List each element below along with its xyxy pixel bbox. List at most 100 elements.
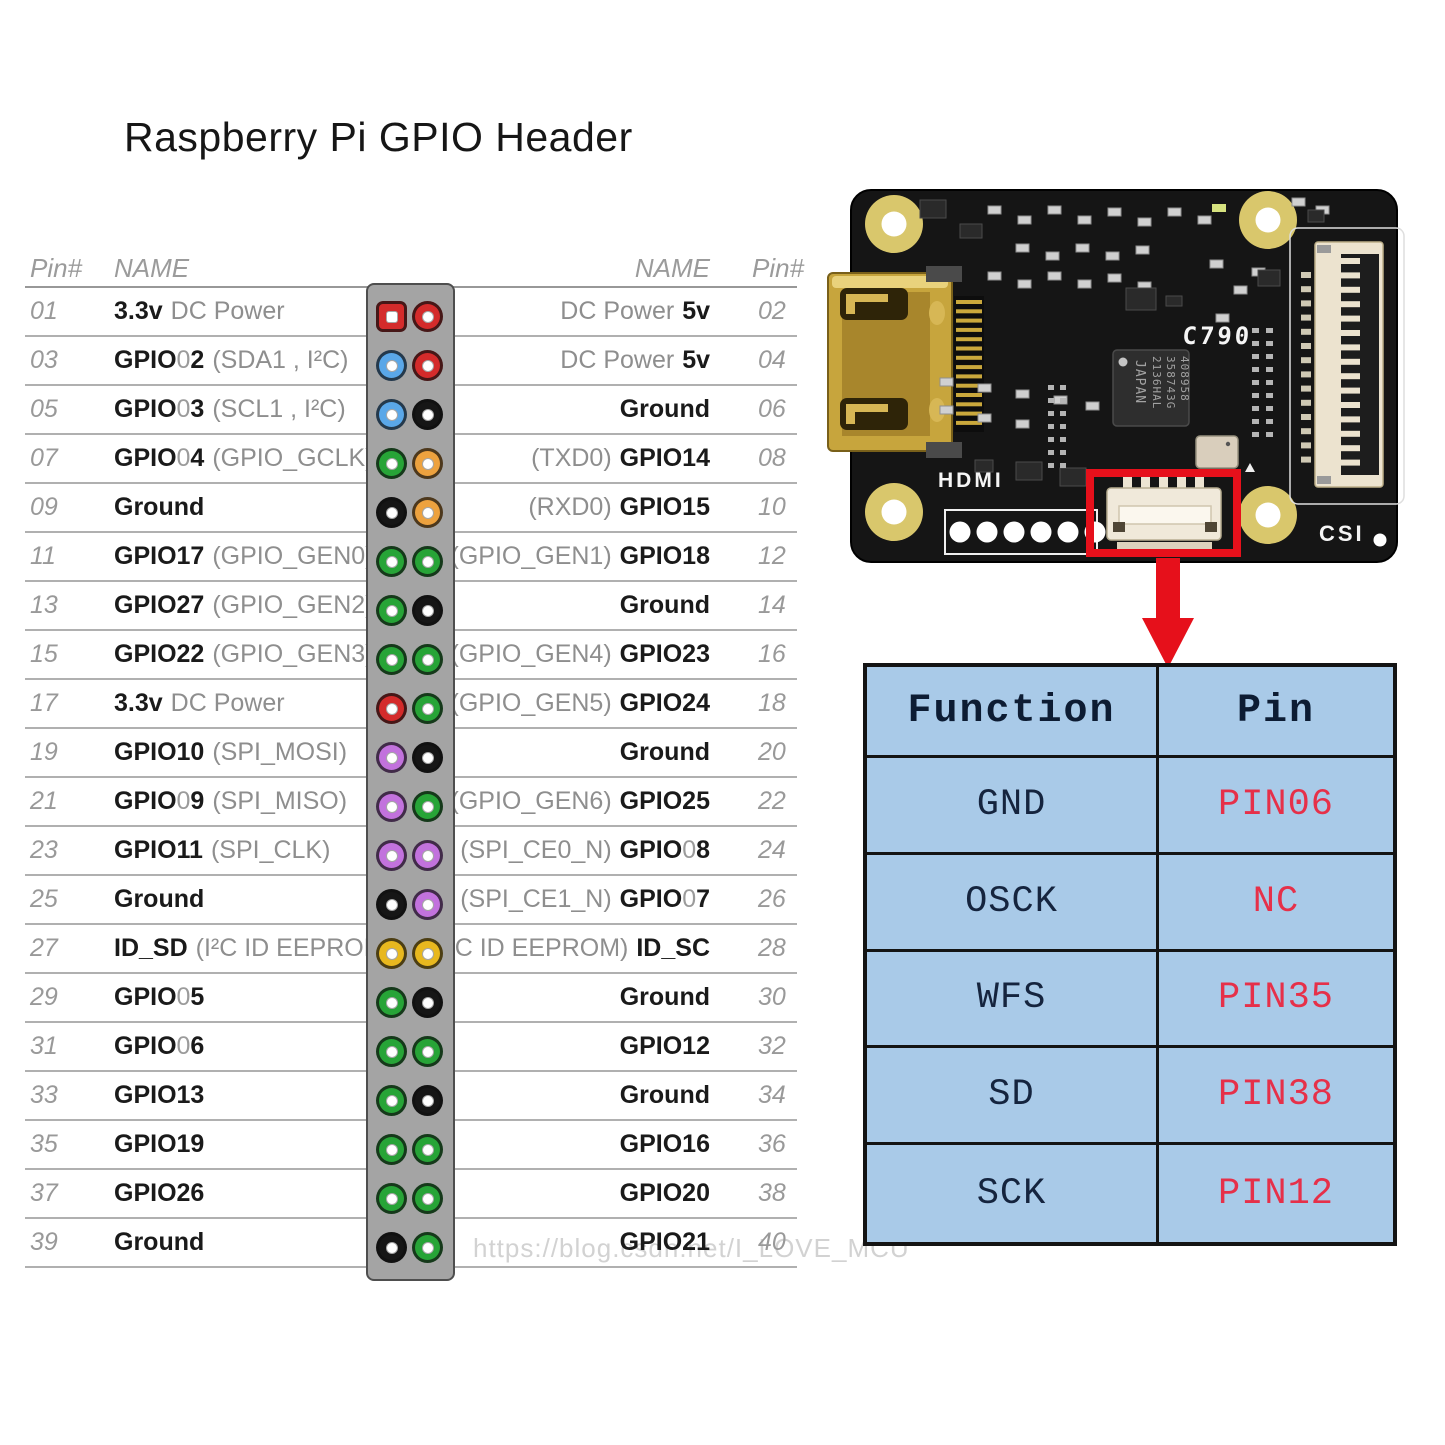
right-pin-marker (412, 546, 443, 577)
pin-cell: PIN38 (1159, 1048, 1393, 1146)
right-pin-name: (GPIO_GEN5)GPIO24 (380, 679, 710, 728)
right-pin-marker (412, 350, 443, 381)
right-pin-number: 16 (758, 640, 786, 668)
left-pin-marker (376, 448, 407, 479)
right-name-main: Ground (619, 395, 710, 423)
left-pin-number: 25 (30, 885, 58, 913)
right-name-main: Ground (619, 1081, 710, 1109)
right-pin-marker (412, 1085, 443, 1116)
left-pin-number: 35 (30, 1130, 58, 1158)
gpio-row: 11 GPIO17(GPIO_GEN0) (GPIO_GEN1)GPIO18 1… (0, 532, 860, 582)
left-name-main: GPIO22 (114, 640, 205, 668)
gpio-row: 13 GPIO27(GPIO_GEN2) Ground 14 (0, 581, 860, 631)
right-name-detail: (GPIO_GEN1) (450, 542, 612, 570)
pin-cell: NC (1159, 855, 1393, 952)
right-name-main: GPIO12 (619, 1032, 710, 1060)
left-name-detail: (I²C ID EEPROM) (195, 934, 393, 962)
left-pin-name: GPIO03(SCL1 , I²C) (114, 385, 346, 434)
left-pin-marker (376, 399, 407, 430)
right-name-main: 5v (682, 297, 710, 325)
right-pin-marker (412, 644, 443, 675)
left-pin-name: GPIO11(SPI_CLK) (114, 826, 330, 875)
chip-marking-serial: 408958 (1178, 356, 1191, 402)
left-name-detail: DC Power (170, 297, 285, 325)
left-name-main: GPIO26 (114, 1179, 205, 1207)
gpio-row: 07 GPIO04(GPIO_GCLK) (TXD0)GPIO14 08 (0, 434, 860, 484)
left-pin-number: 19 (30, 738, 58, 766)
bridge-chip: JAPAN 2136HAL 358743G 408958 (1112, 349, 1191, 427)
gpio-row: 21 GPIO09(SPI_MISO) (GPIO_GEN6)GPIO25 22 (0, 777, 860, 827)
arrow-down (1142, 558, 1194, 668)
right-pin-name: GPIO20 (380, 1169, 710, 1218)
pin-cell: PIN12 (1217, 1172, 1335, 1215)
gpio-row: 31 GPIO06 GPIO12 32 (0, 1022, 860, 1072)
left-pin-number: 33 (30, 1081, 58, 1109)
left-name-main: GPIO11 (114, 836, 203, 864)
right-pin-number: 28 (758, 934, 786, 962)
right-pin-number: 14 (758, 591, 786, 619)
left-name-main: 3.3v (114, 297, 163, 325)
right-pin-name: GPIO12 (380, 1022, 710, 1071)
left-pin-marker (376, 987, 407, 1018)
left-name-main: GPIO04 (114, 444, 205, 472)
right-pin-marker (412, 497, 443, 528)
left-name-detail: (GPIO_GCLK) (212, 444, 374, 472)
right-pin-marker (412, 693, 443, 724)
right-pin-number: 22 (758, 787, 786, 815)
gpio-row: 05 GPIO03(SCL1 , I²C) Ground 06 (0, 385, 860, 435)
left-pin-name: GPIO27(GPIO_GEN2) (114, 581, 373, 630)
left-pin-number: 39 (30, 1228, 58, 1256)
left-name-main: GPIO13 (114, 1081, 205, 1109)
left-pin-name: GPIO05 (114, 973, 204, 1022)
left-pin-marker (376, 1036, 407, 1067)
left-pin-number: 01 (30, 297, 58, 325)
function-cell: WFS (867, 951, 1159, 1049)
left-pin-marker (376, 301, 407, 332)
right-pin-marker (412, 840, 443, 871)
left-name-detail: (SDA1 , I²C) (212, 346, 349, 374)
right-pin-number: 32 (758, 1032, 786, 1060)
right-pin-number: 18 (758, 689, 786, 717)
pin-header: Pin (1159, 667, 1393, 758)
right-name-main: 5v (682, 346, 710, 374)
right-pin-name: Ground (380, 973, 710, 1022)
ffc-comb-teeth (1341, 258, 1360, 466)
left-pin-marker (376, 644, 407, 675)
function-cell: GND (867, 758, 1159, 855)
right-pin-number: 30 (758, 983, 786, 1011)
right-pin-name: (I²C ID EEPROM)ID_SC (380, 924, 710, 973)
left-name-detail: (SPI_CLK) (210, 836, 331, 864)
right-pin-number: 24 (758, 836, 786, 864)
right-name-detail: (SPI_CE0_N) (460, 836, 612, 864)
right-pin-name: GPIO16 (380, 1120, 710, 1169)
right-pin-number: 10 (758, 493, 786, 521)
right-pin-name: GPIO21 (380, 1218, 710, 1267)
left-pin-name: GPIO17(GPIO_GEN0) (114, 532, 373, 581)
left-name-detail: DC Power (170, 689, 285, 717)
header-pin-right: Pin# (752, 253, 805, 283)
right-pin-name: (RXD0)GPIO15 (380, 483, 710, 532)
right-name-main: GPIO18 (619, 542, 710, 570)
right-name-detail: (GPIO_GEN5) (450, 689, 612, 717)
right-pin-name: Ground (380, 385, 710, 434)
function-header: Function (867, 667, 1159, 758)
left-pin-name: Ground (114, 875, 204, 924)
chip-marking-japan: JAPAN (1132, 360, 1147, 404)
left-pin-marker (376, 1183, 407, 1214)
right-pin-marker (412, 448, 443, 479)
left-pin-marker (376, 350, 407, 381)
page-title: Raspberry Pi GPIO Header (124, 114, 633, 160)
right-pin-number: 34 (758, 1081, 786, 1109)
left-name-main: GPIO09 (114, 787, 205, 815)
right-pin-name: Ground (380, 1071, 710, 1120)
gpio-connector-strip (366, 283, 455, 1281)
right-pin-number: 12 (758, 542, 786, 570)
right-name-detail: DC Power (560, 297, 675, 325)
csi-label: CSI (1319, 521, 1365, 546)
ffc-solder-pads (1301, 272, 1311, 463)
